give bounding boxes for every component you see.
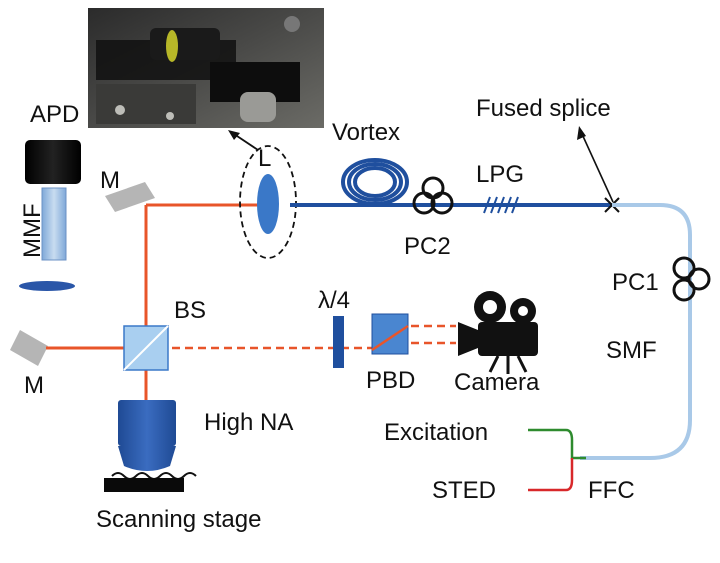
lab-setup-photo <box>88 8 324 128</box>
mirror-top <box>105 182 155 212</box>
pc1-polarization-controller <box>672 256 711 302</box>
apd-label: APD <box>30 101 79 128</box>
collection-lens <box>19 281 75 291</box>
vortex-label: Vortex <box>332 119 400 146</box>
lens-label: L <box>258 145 271 172</box>
pbd-label: PBD <box>366 367 415 394</box>
sted-fiber <box>528 458 574 492</box>
bs-label: BS <box>174 297 206 324</box>
movie-camera-icon <box>458 291 538 374</box>
beam-splitter <box>123 325 169 371</box>
camera-label: Camera <box>454 369 540 396</box>
lpg-grating <box>483 196 519 214</box>
mirror-bottom <box>10 330 48 366</box>
lpg-label: LPG <box>476 161 524 188</box>
return-beam-dashed <box>146 324 456 350</box>
quarter-wave-label: λ/4 <box>318 287 350 314</box>
quarter-wave-plate <box>333 316 344 368</box>
objective-lens <box>118 400 176 471</box>
pc1-label: PC1 <box>612 269 659 296</box>
ffc-label: FFC <box>588 477 635 504</box>
splice-pointer-line <box>581 133 614 203</box>
smf-label: SMF <box>606 337 657 364</box>
scanning-stage <box>104 478 184 492</box>
sted-label: STED <box>432 477 496 504</box>
scanning-stage-label: Scanning stage <box>96 506 261 533</box>
lens-l <box>257 174 279 234</box>
high-na-label: High NA <box>204 409 293 436</box>
mmf-label: MMF <box>19 203 46 258</box>
photo-pointer-arrowhead <box>228 130 240 140</box>
splice-pointer-arrowhead <box>577 126 586 140</box>
lens-highlight-dashed <box>239 145 297 259</box>
mirror-bottom-label: M <box>24 372 44 399</box>
fused-splice-label: Fused splice <box>476 95 611 122</box>
mmf-fiber <box>41 187 67 261</box>
mirror-top-label: M <box>100 167 120 194</box>
pc2-label: PC2 <box>404 233 451 260</box>
apd-detector <box>25 140 81 184</box>
pbd-polarizing-beam-displacer <box>371 313 409 355</box>
excitation-fiber <box>528 428 586 460</box>
smf-fiber <box>580 203 692 460</box>
pc2-polarization-controller <box>412 176 454 215</box>
excitation-label: Excitation <box>384 419 488 446</box>
photo-pointer-line <box>233 133 259 151</box>
